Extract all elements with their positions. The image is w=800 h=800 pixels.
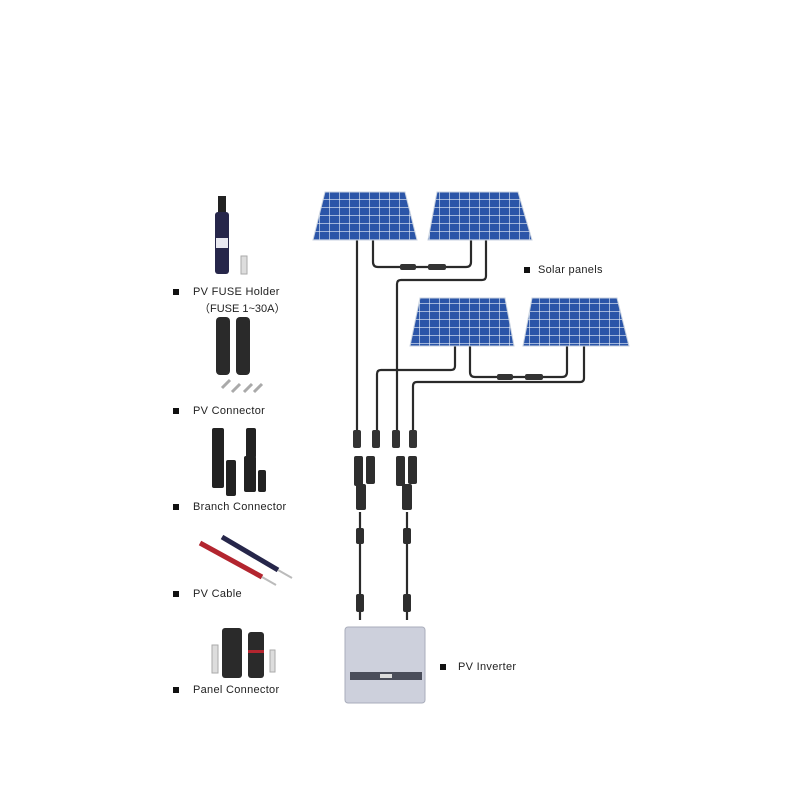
component-label-fuse-holder: PV FUSE Holder xyxy=(173,286,280,298)
solar-panel xyxy=(522,297,630,347)
label-text: PV Connector xyxy=(193,405,266,417)
solar-panel xyxy=(312,191,418,241)
cables xyxy=(355,240,586,620)
fuse-holder-image xyxy=(215,196,248,275)
inline-connectors xyxy=(353,264,543,448)
bullet-icon xyxy=(173,289,179,296)
label-text: PV Inverter xyxy=(458,661,517,673)
label-text: Solar panels xyxy=(538,264,603,276)
label-text: PV FUSE Holder xyxy=(193,286,280,298)
bullet-icon xyxy=(173,687,179,694)
solar-panel xyxy=(427,191,533,241)
bullet-icon xyxy=(440,664,446,671)
pv-cable-image xyxy=(198,534,293,586)
solar-panel xyxy=(409,297,515,347)
label-text: Branch Connector xyxy=(193,501,287,513)
bullet-icon xyxy=(524,267,530,274)
branch-connector-image xyxy=(212,428,266,496)
bullet-icon xyxy=(173,504,179,511)
pv-inverter-label: PV Inverter xyxy=(440,661,516,673)
panel-connector-image xyxy=(211,628,276,678)
component-label-pv-cable: PV Cable xyxy=(173,588,242,600)
label-text: Panel Connector xyxy=(193,684,280,696)
bullet-icon xyxy=(173,591,179,598)
label-text: PV Cable xyxy=(193,588,242,600)
component-label-panel-connector: Panel Connector xyxy=(173,684,279,696)
branch-connectors xyxy=(354,456,417,612)
pv-inverter-image xyxy=(344,626,426,704)
pv-connector-image xyxy=(216,317,264,394)
fuse-rating-label: （FUSE 1~30A） xyxy=(199,303,286,315)
solar-panels-label: Solar panels xyxy=(524,264,603,276)
component-label-pv-connector: PV Connector xyxy=(173,405,265,417)
bullet-icon xyxy=(173,408,179,415)
solar-panels xyxy=(312,191,630,347)
component-label-branch-connector: Branch Connector xyxy=(173,501,286,513)
